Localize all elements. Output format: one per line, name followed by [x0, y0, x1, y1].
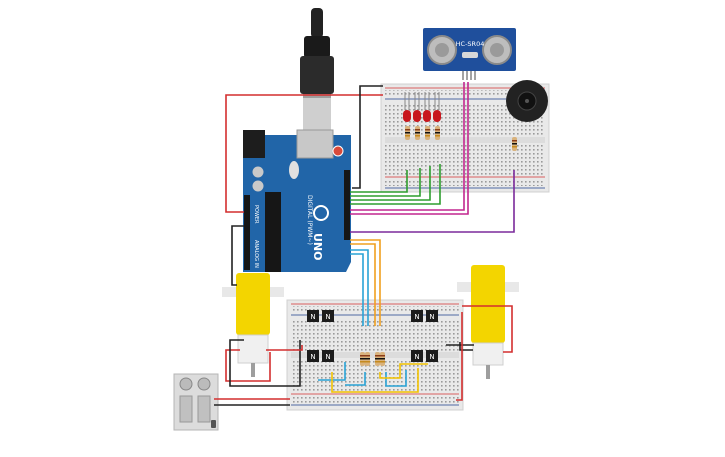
svg-text:N: N	[310, 313, 315, 321]
led-group	[403, 92, 441, 122]
transistor-5: N	[307, 350, 319, 362]
power-jack	[243, 130, 265, 158]
usb-port	[296, 129, 334, 159]
transistor-4: N	[426, 310, 438, 322]
led-4	[433, 110, 441, 122]
led-2	[413, 110, 421, 122]
transistor-1: N	[307, 310, 319, 322]
dc-motor-left	[222, 273, 284, 377]
digital-header-label: DIGITAL (PWM~)	[306, 195, 313, 245]
usb-cable	[300, 8, 334, 134]
resistors-bottom	[360, 352, 385, 366]
atmega-chip	[265, 192, 281, 272]
power-header-label: POWER	[253, 205, 259, 224]
svg-text:N: N	[325, 353, 330, 361]
resistors-top	[405, 126, 517, 151]
battery-pack	[173, 373, 219, 431]
sensor-model-label: HC-SR04	[456, 40, 485, 48]
transistor-7: N	[411, 350, 423, 362]
svg-text:N: N	[429, 353, 434, 361]
svg-text:N: N	[414, 353, 419, 361]
led-3	[423, 110, 431, 122]
svg-text:N: N	[429, 313, 434, 321]
led-1	[403, 110, 411, 122]
arduino-model-label: UNO	[311, 233, 324, 261]
transistor-2: N	[322, 310, 334, 322]
transistor-3: N	[411, 310, 423, 322]
svg-text:N: N	[325, 313, 330, 321]
arduino-logo-icon	[313, 205, 329, 221]
dc-motor-right	[457, 265, 519, 379]
transistor-8: N	[426, 350, 438, 362]
transistor-6: N	[322, 350, 334, 362]
analog-header-label: ANALOG IN	[253, 240, 259, 268]
svg-text:N: N	[310, 353, 315, 361]
svg-text:N: N	[414, 313, 419, 321]
arduino-uno-board: DIGITAL (PWM~) POWER ANALOG IN UNO	[243, 129, 351, 272]
wires	[214, 82, 515, 406]
ultrasonic-sensor: HC-SR04	[423, 28, 516, 80]
piezo-buzzer	[506, 80, 548, 122]
reset-button	[332, 145, 344, 157]
transistor-group: N N N N N N N N	[307, 310, 438, 362]
